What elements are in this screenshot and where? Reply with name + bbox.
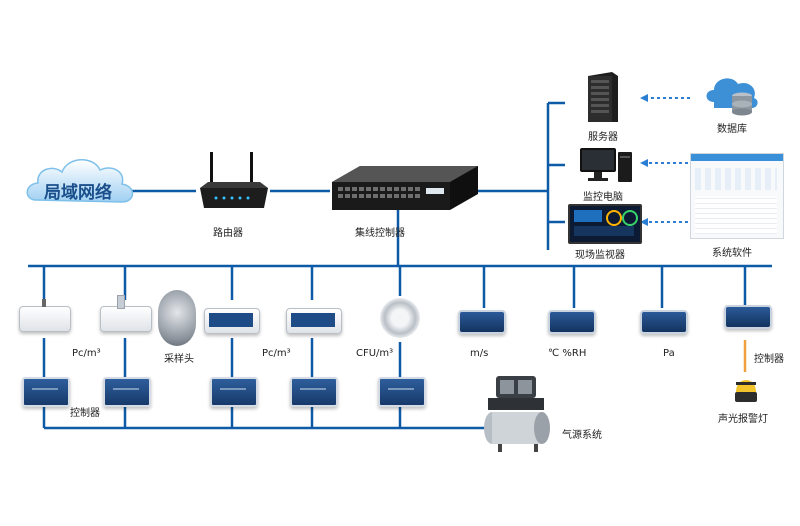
velocity-unit: m/s <box>470 348 489 359</box>
controller-4 <box>290 377 338 407</box>
sampling-head-icon <box>158 290 196 346</box>
switch-label: 集线控制器 <box>355 228 405 239</box>
router-icon <box>196 150 272 216</box>
cfu-sampler-icon <box>380 298 420 338</box>
software-label: 系统软件 <box>712 248 752 259</box>
particle-1-unit: Pc/m³ <box>72 348 101 359</box>
database-label: 数据库 <box>717 124 747 135</box>
monitor-pc-label: 监控电脑 <box>583 192 623 203</box>
cloud-icon <box>22 150 140 216</box>
server-label: 服务器 <box>588 132 618 143</box>
controller-2 <box>103 377 151 407</box>
controller-5 <box>378 377 426 407</box>
monitor-pc-icon <box>578 146 634 190</box>
sampling-head-label: 采样头 <box>164 354 194 365</box>
particle-counter-3 <box>204 308 260 334</box>
router-label: 路由器 <box>213 228 243 239</box>
cfu-unit: CFU/m³ <box>356 348 394 359</box>
air-source-icon <box>482 374 554 458</box>
cloud-label: 局域网络 <box>44 183 112 203</box>
pressure-unit: Pa <box>663 348 675 359</box>
alarm-light-label: 声光报警灯 <box>718 414 768 425</box>
particle-counter-1 <box>19 299 71 332</box>
alarm-light-icon <box>732 372 760 410</box>
controller-1 <box>22 377 70 407</box>
right-controller <box>724 305 772 329</box>
software-screenshot <box>690 153 784 239</box>
velocity-sensor <box>458 310 506 334</box>
particle-counter-2 <box>100 295 152 332</box>
server-icon <box>584 70 620 128</box>
onsite-monitor-icon <box>568 204 642 244</box>
particle-counter-4 <box>286 308 342 334</box>
temp-humidity-unit: ℃ %RH <box>548 348 587 359</box>
switch-icon <box>330 162 480 218</box>
controller-label: 控制器 <box>70 408 100 419</box>
air-source-label: 气源系统 <box>562 430 602 441</box>
temp-humidity-sensor <box>548 310 596 334</box>
right-controller-label: 控制器 <box>754 354 784 365</box>
controller-3 <box>210 377 258 407</box>
particle-2-unit: Pc/m³ <box>262 348 291 359</box>
database-icon <box>704 72 760 120</box>
pressure-sensor <box>640 310 688 334</box>
onsite-monitor-label: 现场监视器 <box>575 250 625 261</box>
